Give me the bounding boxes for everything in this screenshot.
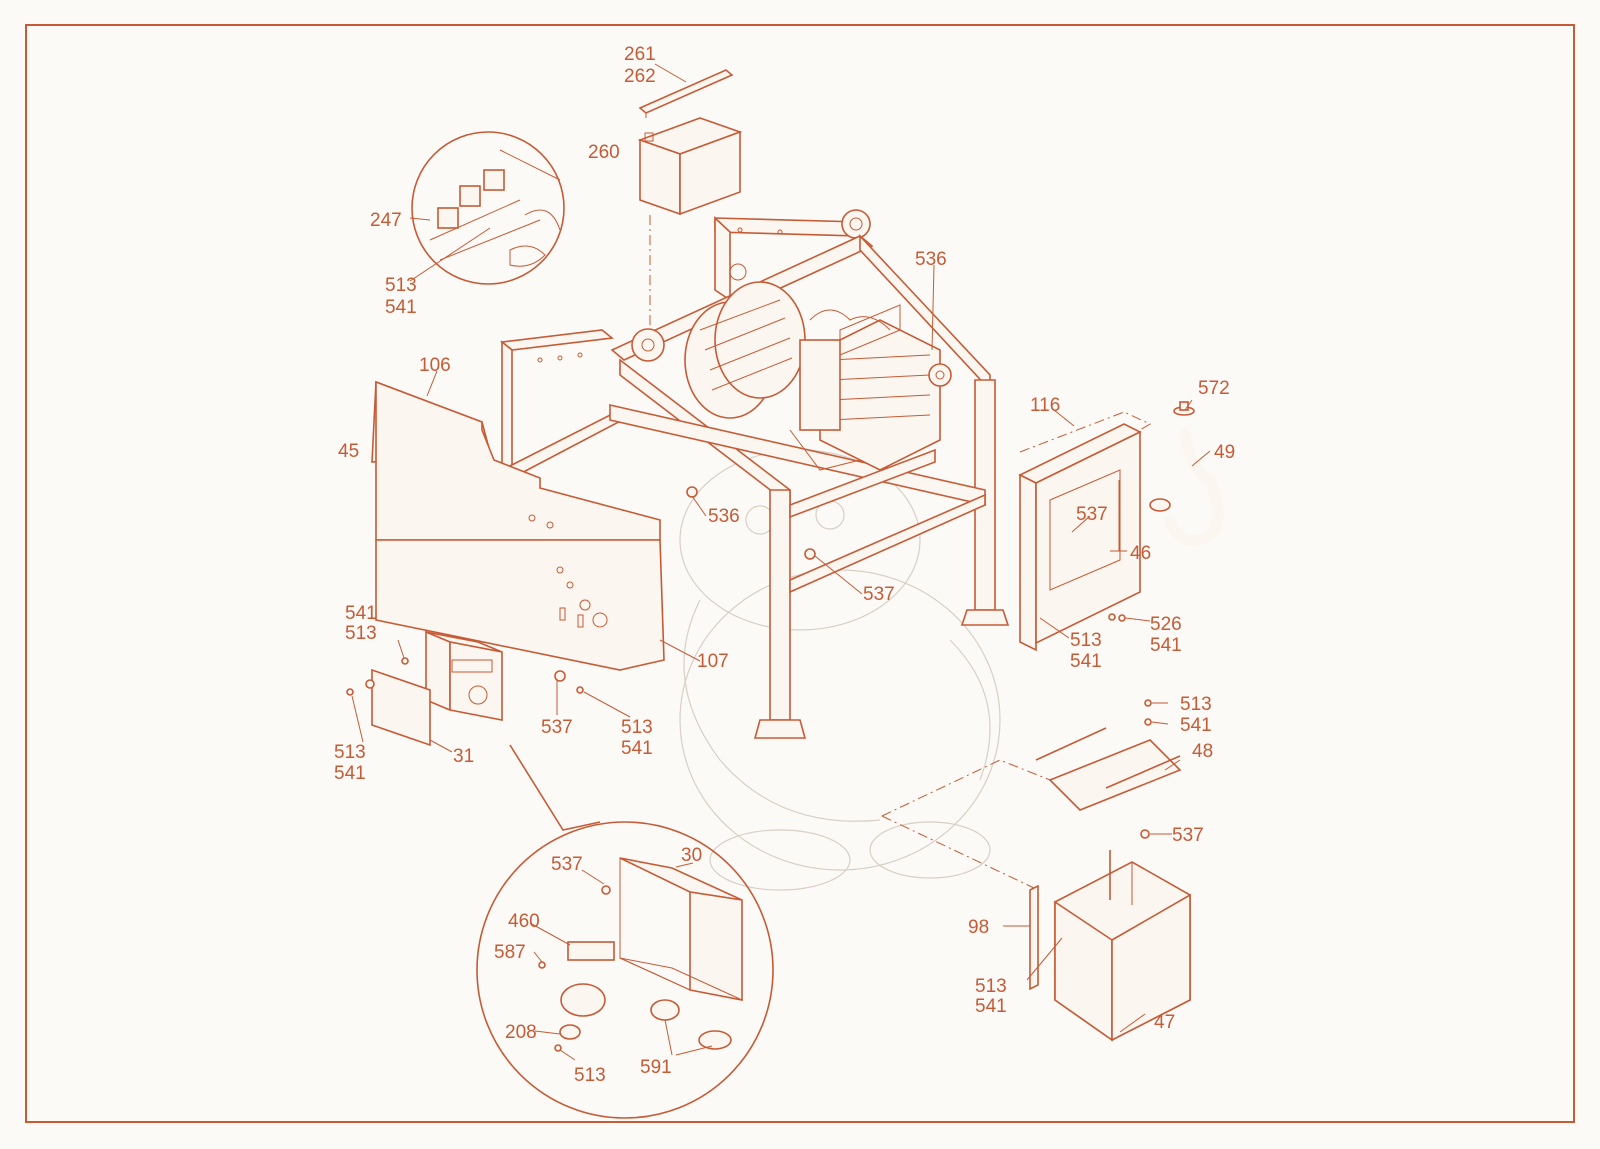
radiator-cap-572: [1173, 401, 1195, 416]
callout-261: 261: [624, 44, 656, 65]
callout-labels: 261 262 260 247 513 541 536 106 45 572 1…: [334, 44, 1235, 1086]
bracket-98: [1029, 850, 1111, 991]
callout-513-h: 513: [975, 976, 1007, 997]
cover-plate-116: [1018, 423, 1142, 652]
callout-541-g: 541: [1180, 715, 1212, 736]
callout-537-c: 537: [541, 717, 573, 738]
callout-591: 591: [640, 1057, 672, 1078]
detail-circle-30: [476, 744, 774, 1119]
callout-260: 260: [588, 142, 620, 163]
callout-513-g: 513: [574, 1065, 606, 1086]
callout-526: 526: [1150, 614, 1182, 635]
callout-107: 107: [697, 651, 729, 672]
callout-541-b: 541: [345, 603, 377, 624]
callout-45: 45: [338, 441, 359, 462]
callout-106: 106: [419, 355, 451, 376]
callout-513-c: 513: [1070, 630, 1102, 651]
tray-47: [1054, 861, 1191, 1042]
front-panel-107: [375, 514, 665, 671]
control-box-31: [371, 630, 503, 747]
callout-537-e: 537: [551, 854, 583, 875]
callout-536-a: 536: [915, 249, 947, 270]
leader-dash-98: [881, 815, 1035, 889]
callout-541-a: 541: [385, 297, 417, 318]
callout-247: 247: [370, 210, 402, 231]
engine-alternator-assembly: [684, 263, 952, 471]
callout-leaders: [351, 63, 1211, 1061]
callout-49: 49: [1214, 442, 1235, 463]
cover-48: [1035, 727, 1182, 811]
callout-98: 98: [968, 917, 989, 938]
callout-208: 208: [505, 1022, 537, 1043]
callout-572: 572: [1198, 378, 1230, 399]
callout-513-d: 513: [621, 717, 653, 738]
callout-541-h: 541: [975, 996, 1007, 1017]
callout-47: 47: [1154, 1012, 1175, 1033]
callout-513-b: 513: [345, 623, 377, 644]
side-panel-106: [371, 380, 661, 541]
callout-48: 48: [1192, 741, 1213, 762]
callout-537-d: 537: [1172, 825, 1204, 846]
coolant-hose-49: [1149, 427, 1224, 547]
callout-513-a: 513: [385, 275, 417, 296]
drawing-border: [25, 24, 1575, 1123]
callout-262: 262: [624, 66, 656, 87]
leader-dash-116: [1019, 411, 1152, 453]
callout-541-d: 541: [1070, 651, 1102, 672]
detail-circle-247: [411, 131, 565, 285]
callout-537-b: 537: [863, 584, 895, 605]
callout-541-f: 541: [334, 763, 366, 784]
leader-dash-48: [881, 759, 1051, 817]
callout-30: 30: [681, 845, 702, 866]
callout-537-a: 537: [1076, 504, 1108, 525]
callout-513-f: 513: [1180, 694, 1212, 715]
callout-116: 116: [1030, 395, 1060, 416]
battery-strap-261-262: [638, 69, 734, 118]
callout-31: 31: [453, 746, 474, 767]
callout-541-c: 541: [1150, 635, 1182, 656]
battery-260: [637, 117, 743, 216]
callout-513-e: 513: [334, 742, 366, 763]
callout-541-e: 541: [621, 738, 653, 759]
callout-536-b: 536: [708, 506, 740, 527]
callout-46: 46: [1130, 543, 1151, 564]
callout-460: 460: [508, 911, 540, 932]
callout-587: 587: [494, 942, 526, 963]
